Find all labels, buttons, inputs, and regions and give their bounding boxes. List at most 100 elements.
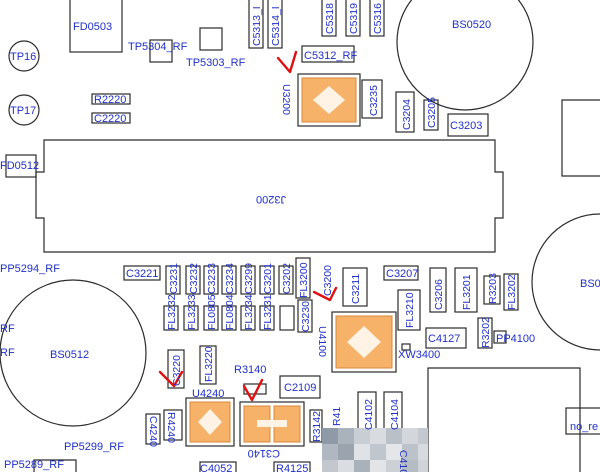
c3221-box xyxy=(123,265,161,281)
c3220-box xyxy=(167,349,185,389)
c2220-box xyxy=(91,112,131,124)
bs0520-circle xyxy=(396,0,534,111)
label-c4240: C4240 xyxy=(147,416,159,447)
label-c4105: C4105 xyxy=(397,450,409,472)
c5314-box xyxy=(267,0,283,49)
label-xw3400: XW3400 xyxy=(398,349,440,361)
label-tp5304: TP5304_RF xyxy=(128,41,188,53)
fd0503-box xyxy=(69,0,123,53)
c3207-box xyxy=(383,265,419,281)
tp17-circle xyxy=(8,94,40,126)
r3202-box xyxy=(477,317,493,349)
blurred-region xyxy=(322,428,428,472)
label-u3200: U3200 xyxy=(280,84,292,115)
marker-arrow-c3140 xyxy=(242,378,264,402)
label-tp16: TP16 xyxy=(10,51,36,63)
label-fl3232: FL3232 xyxy=(166,294,178,330)
label-fl3231: FL3231 xyxy=(262,294,274,330)
tp5304-box xyxy=(149,39,173,63)
c5318-box xyxy=(321,0,337,37)
c5313-box xyxy=(248,0,264,49)
c32xx-row xyxy=(165,265,294,295)
c5316-box xyxy=(369,0,385,37)
label-c2109: C2109 xyxy=(284,382,316,394)
marker-arrow-u4240 xyxy=(158,370,184,388)
bs0512-circle xyxy=(0,279,147,427)
label-c3207: C3207 xyxy=(386,268,418,280)
label-pp5294: PP5294_RF xyxy=(0,263,60,275)
label-r2220: R2220 xyxy=(94,94,126,106)
label-c3140: C3140 xyxy=(248,447,280,459)
label-c4102: C4102 xyxy=(363,399,375,430)
label-c4104: C4104 xyxy=(389,399,401,430)
label-rf-left1: RF xyxy=(0,323,15,335)
label-c3299: C3299 xyxy=(243,263,255,294)
label-r41: R41 xyxy=(331,407,343,426)
u4100-outline xyxy=(331,311,397,373)
label-c3201: C3201 xyxy=(262,263,274,294)
label-c3200: C3200 xyxy=(322,265,334,296)
label-c5313: C5313_I xyxy=(251,6,263,46)
fl3200-box xyxy=(295,257,311,299)
u4240-pad xyxy=(189,401,231,443)
label-c3234: C3234 xyxy=(224,263,236,294)
marker-arrow-u4100 xyxy=(312,286,338,302)
label-u4240: U4240 xyxy=(192,388,224,400)
c3235-box xyxy=(361,79,383,119)
label-r3202: R3202 xyxy=(480,317,492,348)
label-c3231: C3231 xyxy=(168,263,180,294)
label-r3140: R3140 xyxy=(234,364,266,376)
label-fl0804: FL0804 xyxy=(224,294,236,330)
c5319-box xyxy=(345,0,361,37)
label-fl3233: FL3233 xyxy=(186,294,198,330)
label-c3235: C3235 xyxy=(368,85,380,116)
label-c3230: C3230 xyxy=(300,301,312,332)
label-fl3234: FL3234 xyxy=(243,294,255,330)
fl3201-box xyxy=(454,267,478,313)
tp16-circle xyxy=(8,40,40,72)
label-c3211: C3211 xyxy=(350,274,362,304)
label-fl3201: FL3201 xyxy=(461,274,473,310)
label-c3202: C3202 xyxy=(281,263,293,294)
label-c3221: C3221 xyxy=(126,268,158,280)
r4240-box xyxy=(163,409,183,441)
fl3210-box xyxy=(397,289,421,331)
label-c5319: C5319 xyxy=(348,3,360,34)
r3203-box xyxy=(483,275,501,305)
c4052-box xyxy=(199,461,237,472)
label-bs0-right: BS0 xyxy=(580,278,600,290)
label-r3203: R3203 xyxy=(487,273,499,304)
right-edge-box xyxy=(561,99,600,177)
fl3202-box xyxy=(503,273,519,311)
label-c3204: C3204 xyxy=(401,99,413,130)
fl3220-box xyxy=(199,345,217,385)
label-fl0805: FL0805 xyxy=(206,294,218,330)
c3211-box xyxy=(342,267,368,307)
label-j3200: J3200 xyxy=(256,193,286,205)
label-c4052: C4052 xyxy=(200,463,232,472)
label-r4240: R4240 xyxy=(165,412,177,443)
c3140-outline xyxy=(239,401,305,447)
label-pp4100: PP4100 xyxy=(496,333,535,345)
label-fl3210: FL3210 xyxy=(404,292,416,328)
label-tp5303: TP5303_RF xyxy=(186,57,246,69)
label-no-re: no_re xyxy=(570,421,598,433)
c3203-box xyxy=(447,113,489,137)
fd0512-box xyxy=(5,154,37,178)
bs0-right-circle xyxy=(531,213,600,351)
c2109-box xyxy=(279,375,321,399)
fl32xx-row xyxy=(163,299,313,333)
marker-arrow-u3200 xyxy=(276,50,298,74)
label-bs0520: BS0520 xyxy=(452,19,491,31)
label-c3206: C3206 xyxy=(433,279,445,310)
label-c4127: C4127 xyxy=(428,333,460,345)
label-c3203: C3203 xyxy=(450,120,482,132)
label-c3232: C3232 xyxy=(188,263,200,294)
pp4100-box xyxy=(493,330,507,344)
c4127-box xyxy=(425,327,467,349)
label-pp5299: PP5299_RF xyxy=(64,441,124,453)
label-rf-left2: RF xyxy=(0,347,15,359)
lower-right-block xyxy=(427,367,581,472)
label-c5316: C5316 xyxy=(372,3,384,34)
